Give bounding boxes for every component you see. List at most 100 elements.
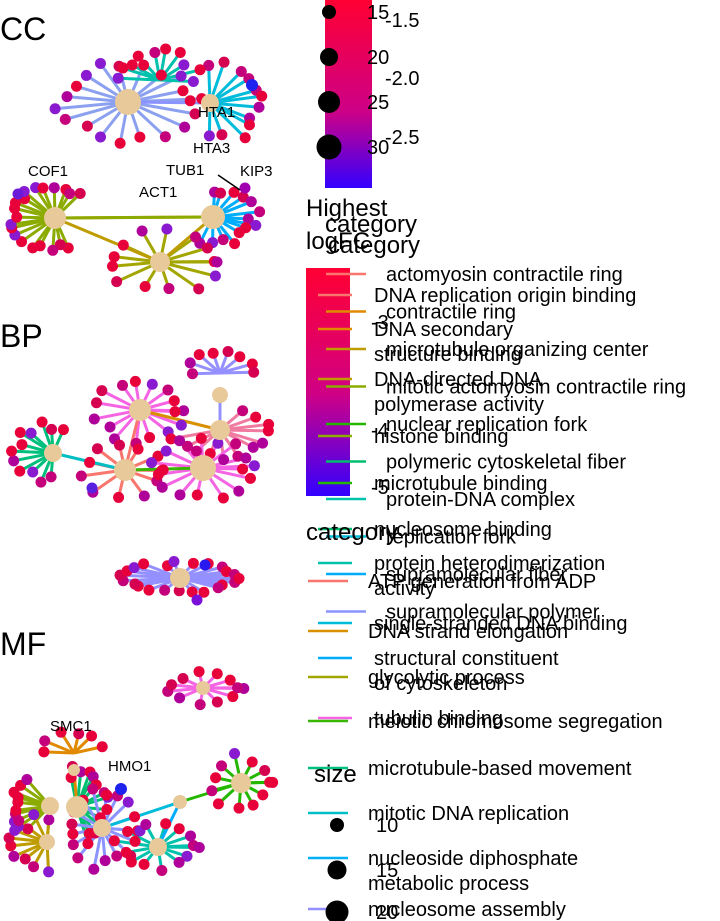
gene-node: [101, 789, 113, 801]
gene-node: [218, 56, 230, 68]
gene-node: [218, 454, 230, 466]
gene-label: COF1: [28, 163, 68, 180]
gene-node: [156, 865, 168, 877]
gene-node: [70, 80, 82, 92]
gene-node: [216, 760, 228, 772]
gene-node: [187, 557, 199, 569]
edge: [101, 800, 181, 830]
gene-node: [169, 406, 181, 418]
gene-node: [181, 440, 193, 452]
gene-node: [16, 236, 28, 248]
gene-node: [174, 46, 186, 58]
gene-node: [194, 64, 206, 76]
size-key-dot: [316, 134, 342, 160]
gene-node: [203, 130, 215, 142]
gene-node: [256, 90, 268, 102]
category-label: ATP generation from ADP: [368, 571, 596, 593]
gene-node: [160, 43, 172, 55]
size-key-dot: [318, 91, 340, 113]
gene-node: [27, 466, 39, 478]
category-title: category: [328, 232, 420, 259]
gene-node: [81, 120, 93, 132]
gene-node: [237, 405, 249, 417]
gene-node: [86, 730, 98, 742]
gene-node: [162, 384, 174, 396]
gene-node: [239, 132, 251, 144]
category-node: [150, 252, 170, 272]
gene-node: [120, 846, 132, 858]
category-node: [210, 420, 230, 440]
gene-node: [73, 728, 85, 740]
gene-node: [250, 219, 262, 231]
gene-node: [191, 489, 203, 501]
gene-node: [198, 586, 210, 598]
size-title: size: [314, 761, 357, 788]
gene-node: [168, 395, 180, 407]
gene-node: [174, 435, 186, 447]
gene-node: [211, 256, 223, 268]
gene-node: [8, 850, 20, 862]
gene-node: [55, 726, 67, 738]
category-label: actomyosin contractile ring: [386, 264, 623, 286]
gene-label: HTA1: [198, 104, 235, 121]
gene-node: [224, 674, 236, 686]
gene-node: [39, 735, 51, 747]
gene-node: [107, 260, 119, 272]
gene-node: [235, 66, 247, 78]
gene-node: [136, 225, 148, 237]
gene-node: [111, 276, 123, 288]
gene-node: [159, 131, 171, 143]
gene-node: [27, 242, 39, 254]
category-node: [66, 796, 88, 818]
edge: [219, 370, 254, 375]
category-node: [44, 207, 66, 229]
gene-node: [175, 419, 187, 431]
gene-node: [185, 830, 197, 842]
gene-node: [61, 91, 73, 103]
gene-node: [115, 783, 127, 795]
gene-node: [230, 438, 242, 450]
category-label: microtubule binding: [374, 473, 547, 495]
gene-node: [95, 131, 107, 143]
size-key-label: 20: [376, 902, 398, 921]
highest-logfc-title: logFC: [306, 228, 370, 255]
gene-node: [193, 842, 205, 854]
gene-node: [48, 182, 60, 194]
gene-node: [149, 46, 161, 58]
gene-node: [101, 804, 113, 816]
gene-node: [108, 835, 120, 847]
gene-node: [177, 672, 189, 684]
gene-node: [72, 852, 84, 864]
gene-node: [250, 411, 262, 423]
gene-node: [99, 855, 111, 867]
gene-node: [138, 858, 150, 870]
gene-node: [187, 76, 199, 88]
gene-node: [138, 490, 150, 502]
category-label: DNA strand elongation: [368, 621, 568, 643]
gene-node: [262, 425, 274, 437]
gene-node: [75, 470, 87, 482]
gene-node: [166, 679, 178, 691]
legend-content: 15202530-1.5-2.0-2.5HighestlogFC-3-4-5ca…: [306, 2, 686, 921]
gene-node: [117, 62, 129, 74]
edge: [159, 78, 194, 84]
edge: [127, 100, 211, 105]
gene-node: [112, 72, 124, 84]
gene-node: [237, 463, 249, 475]
size-key-label: 15: [376, 860, 398, 882]
gene-node: [64, 188, 76, 200]
gene-node: [138, 59, 150, 71]
category-label: DNA secondary: [374, 319, 513, 341]
gene-node: [259, 765, 271, 777]
gene-node: [59, 113, 71, 125]
category-label: single-stranded DNA binding: [374, 613, 628, 635]
gene-node: [84, 456, 96, 468]
category-node: [196, 681, 210, 695]
gene-node: [19, 853, 31, 865]
gene-node: [143, 584, 155, 596]
gene-node: [160, 818, 172, 830]
gene-node: [163, 283, 175, 295]
gene-node: [222, 345, 234, 357]
gene-node: [9, 197, 21, 209]
gene-node: [8, 786, 20, 798]
